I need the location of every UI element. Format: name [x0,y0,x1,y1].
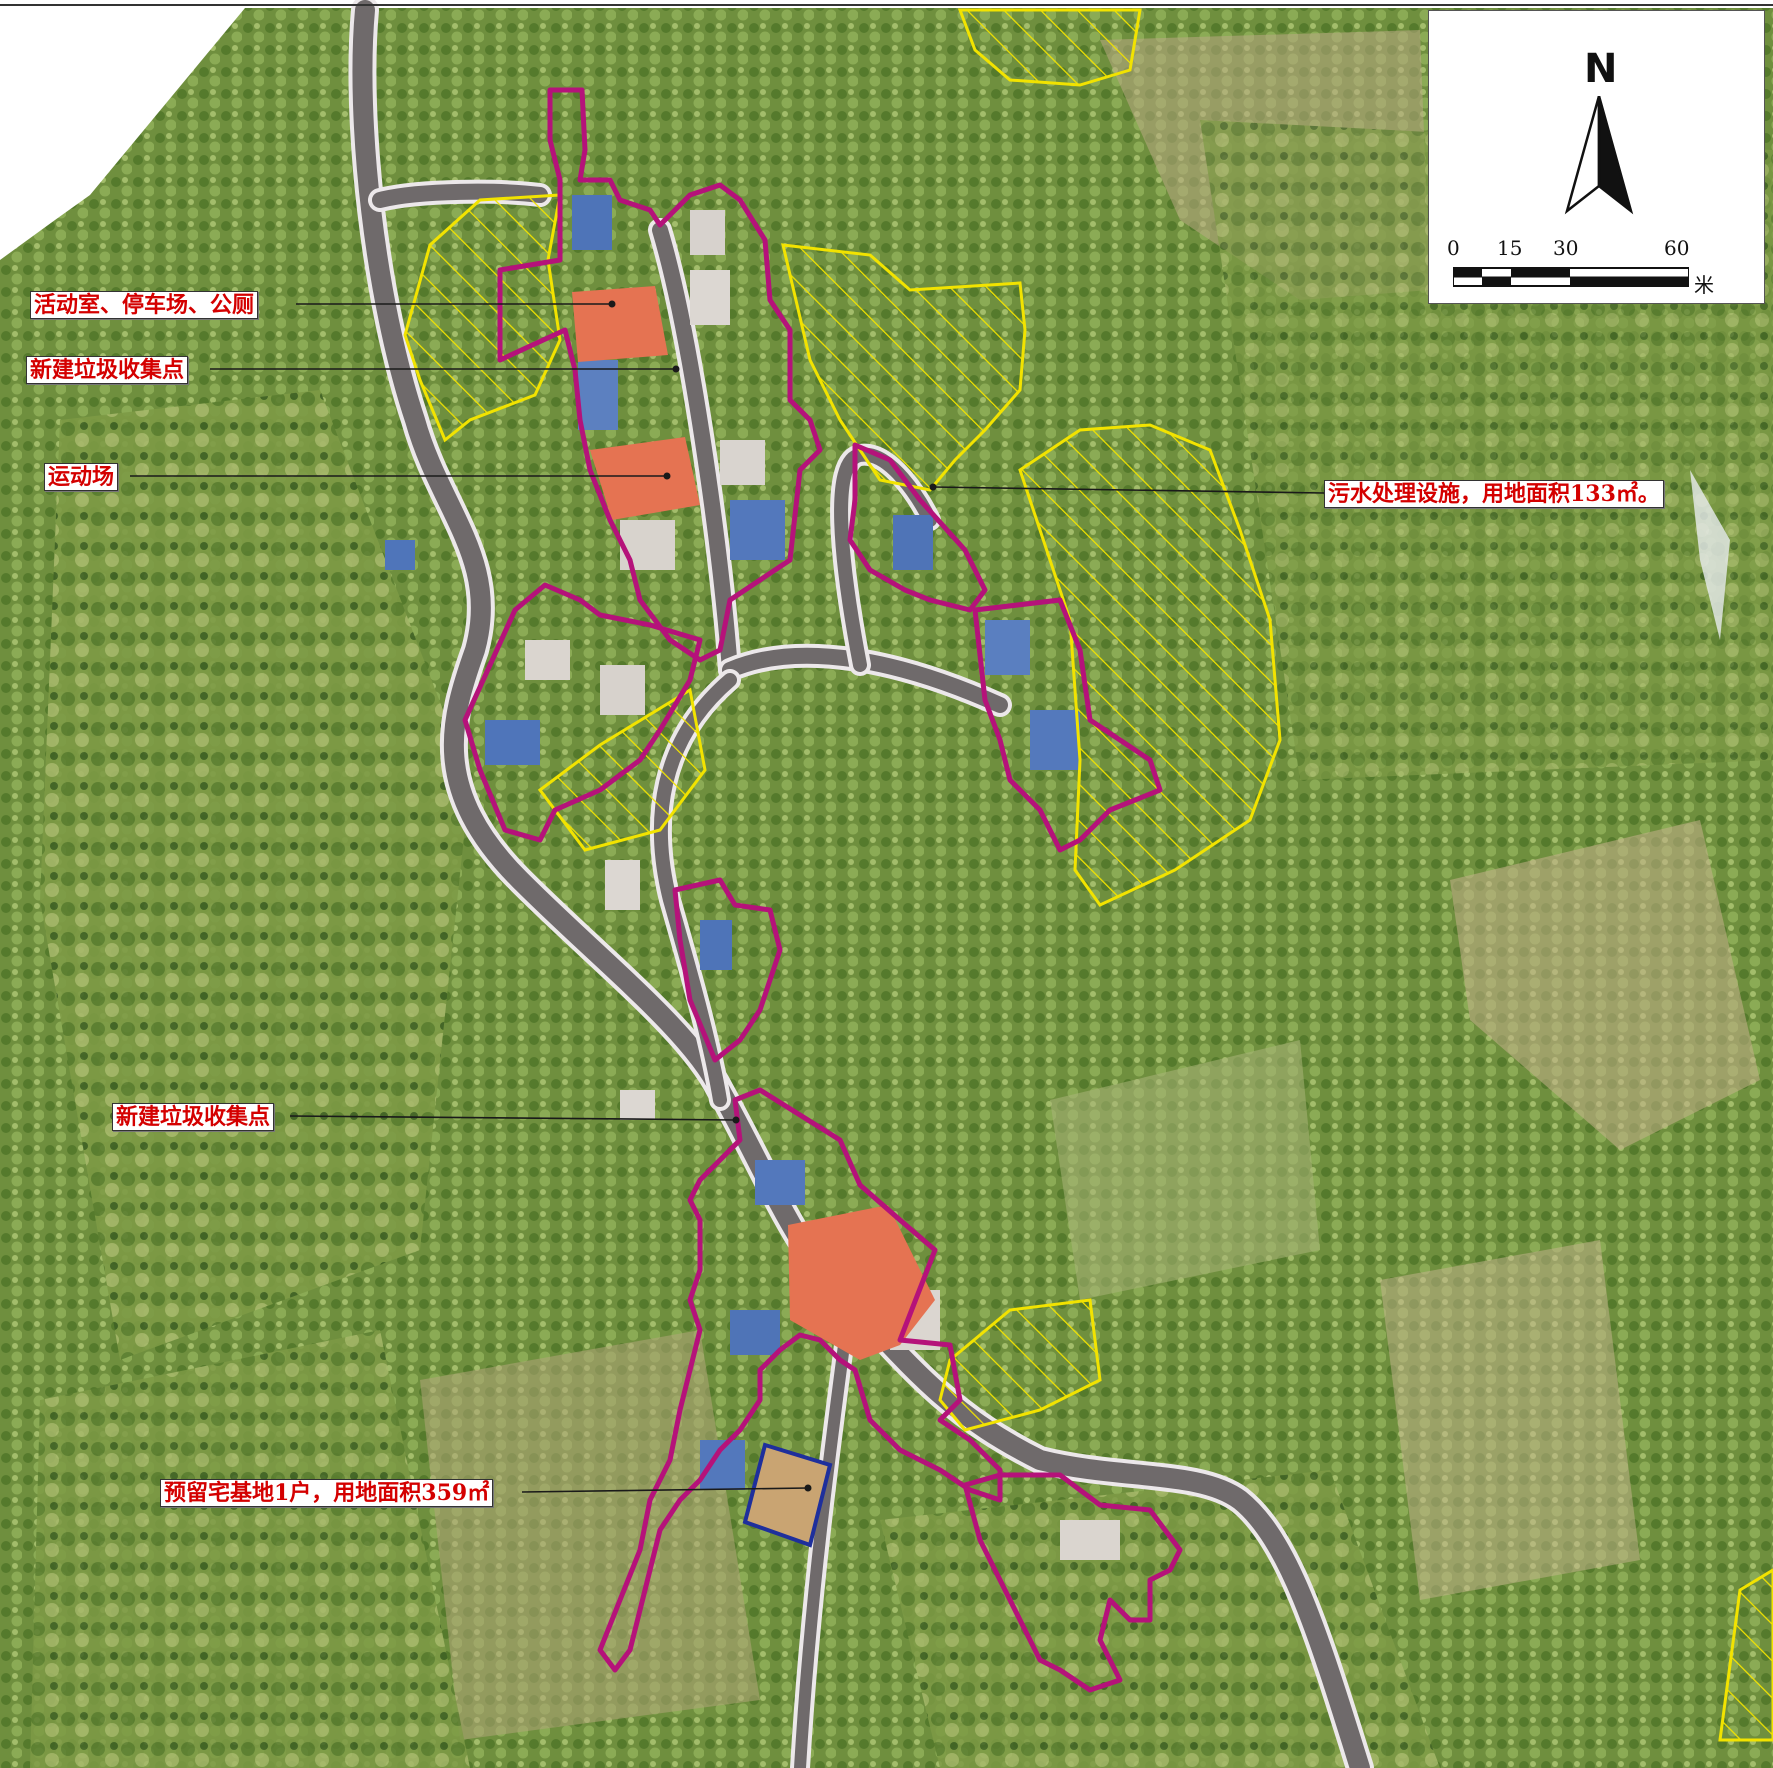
forest-patch [880,1470,1440,1768]
leader-dots [608,300,937,1492]
facility-parcels [572,286,935,1360]
label-sewage-facility: 污水处理设施，用地面积133㎡。 [1324,480,1664,508]
north-arrow-icon [1564,96,1634,215]
terrain-patch [1050,1040,1320,1300]
terrain-patch [1380,1240,1640,1600]
scale-tick-0: 0 [1447,236,1460,260]
facility-sports-field [590,437,700,520]
scale-tick-60: 60 [1664,236,1690,260]
north-label: N [1584,46,1618,92]
terrain-patch [1450,820,1760,1150]
facility-reserve-plot [788,1205,935,1360]
village-boundaries [462,87,1183,1693]
scale-bar [1453,267,1689,287]
scale-unit: 米 [1694,273,1714,297]
reserve-boundary [742,1442,833,1548]
forest-patch [30,1330,470,1768]
scale-tick-30: 30 [1553,236,1579,260]
label-sports-field: 运动场 [44,463,119,491]
label-garbage-point-2: 新建垃圾收集点 [112,1103,275,1131]
label-reserved-homestead: 预留宅基地1户，用地面积359㎡ [160,1479,494,1507]
terrain-patch [420,1330,760,1740]
river-patch [1690,470,1730,640]
scale-tick-15: 15 [1497,236,1523,260]
leader-lines [130,303,1325,1493]
map-legend: N 0 15 30 60 米 [1428,10,1765,304]
facility-activity-room [572,286,668,362]
buildings [385,195,1120,1560]
hatch-areas [403,8,1773,1742]
label-activity-room: 活动室、停车场、公厕 [30,291,259,319]
label-garbage-point-1: 新建垃圾收集点 [26,356,189,384]
